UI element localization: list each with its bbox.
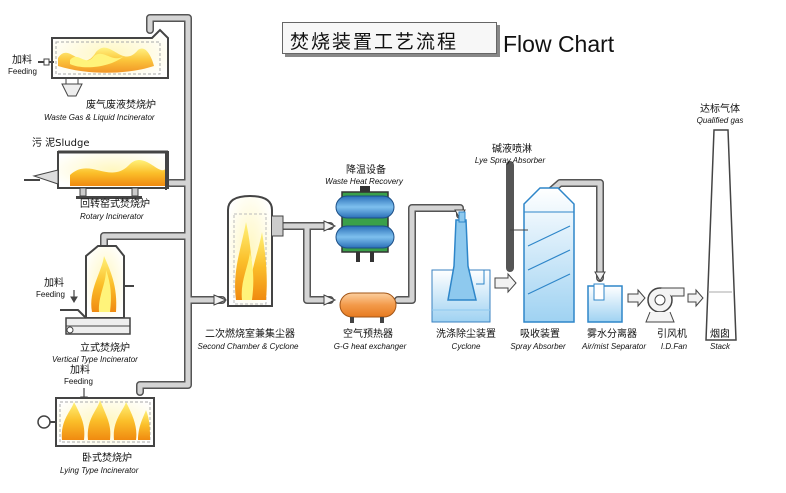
second-chamber-en: Second Chamber & Cyclone [197, 342, 299, 351]
waste-feeding-cn: 加料 [12, 55, 32, 66]
stack [705, 129, 737, 341]
arrow-into-stack [687, 288, 704, 308]
second-chamber-cn: 二次燃烧室兼集尘器 [205, 329, 295, 340]
spray-absorber-en: Spray Absorber [510, 342, 566, 351]
title-chinese: 焚烧装置工艺流程 [290, 31, 459, 53]
lye-spray-cn: 碱液喷淋 [492, 144, 532, 155]
waste-incinerator-cn: 废气废液焚烧炉 [86, 100, 156, 111]
rotary-incinerator-en: Rotary Incinerator [80, 212, 144, 221]
whr-en: Waste Heat Recovery [325, 177, 403, 186]
arrow-into-hx-top [323, 220, 337, 232]
qualified-gas-cn: 达标气体 [700, 104, 740, 115]
waste-gas-liquid-incinerator [38, 28, 169, 97]
arrow-into-gg [323, 294, 337, 306]
vertical-incinerator-cn: 立式焚烧炉 [80, 343, 130, 354]
waste-heat-recovery [335, 186, 395, 262]
spray-absorber [510, 187, 575, 323]
waste-feeding-en: Feeding [8, 67, 37, 76]
second-chamber [227, 194, 284, 307]
rotary-incinerator [24, 150, 169, 199]
air-mist-separator-cn: 雾水分离器 [587, 329, 637, 340]
air-preheater [339, 292, 397, 323]
title-box [282, 22, 497, 54]
rotary-incinerator-cn: 回转窑式焚烧炉 [80, 199, 150, 210]
id-fan [645, 287, 685, 323]
waste-incinerator-en: Waste Gas & Liquid Incinerator [44, 113, 155, 122]
qualified-gas-en: Qualified gas [696, 116, 744, 125]
air-mist-separator [587, 283, 623, 323]
lying-incinerator-en: Lying Type Incinerator [60, 466, 139, 475]
whr-cn: 降温设备 [346, 165, 386, 176]
vertical-type-incinerator [60, 245, 134, 335]
vertical-feeding-en: Feeding [36, 290, 65, 299]
arrow-into-absorber [494, 272, 517, 294]
lying-incinerator-cn: 卧式焚烧炉 [82, 453, 132, 464]
air-mist-separator-en: Air/mist Separator [581, 342, 647, 351]
lying-feeding-en: Feeding [64, 377, 93, 386]
sludge-label: 污 泥Sludge [32, 138, 90, 149]
stack-en: Stack [709, 342, 731, 351]
lying-type-incinerator [37, 397, 155, 447]
vertical-incinerator-en: Vertical Type Incinerator [52, 355, 138, 364]
duct-lying-to-main [136, 296, 192, 396]
vertical-feeding-cn: 加料 [44, 278, 64, 289]
cyclone-scrubber [431, 211, 491, 323]
arrow-into-chamber [213, 294, 228, 306]
id-fan-en: I.D.Fan [660, 342, 688, 351]
gg-exchanger-en: G-G heat exchanger [333, 342, 407, 351]
arrow-into-separator [594, 271, 606, 283]
lye-spray-en: Lye Spray Absorber [474, 156, 546, 165]
id-fan-cn: 引风机 [657, 329, 687, 340]
lying-feeding-cn: 加料 [70, 365, 90, 376]
cyclone-en: Cyclone [451, 342, 481, 351]
arrow-into-fan [627, 288, 646, 308]
gg-exchanger-cn: 空气预热器 [343, 329, 393, 340]
flow-arrows [70, 209, 704, 403]
cyclone-cn: 洗涤除尘装置 [436, 329, 496, 340]
title-english: Flow Chart [503, 31, 615, 57]
spray-absorber-cn: 吸收装置 [520, 329, 560, 340]
stack-cn: 烟囱 [710, 329, 730, 340]
